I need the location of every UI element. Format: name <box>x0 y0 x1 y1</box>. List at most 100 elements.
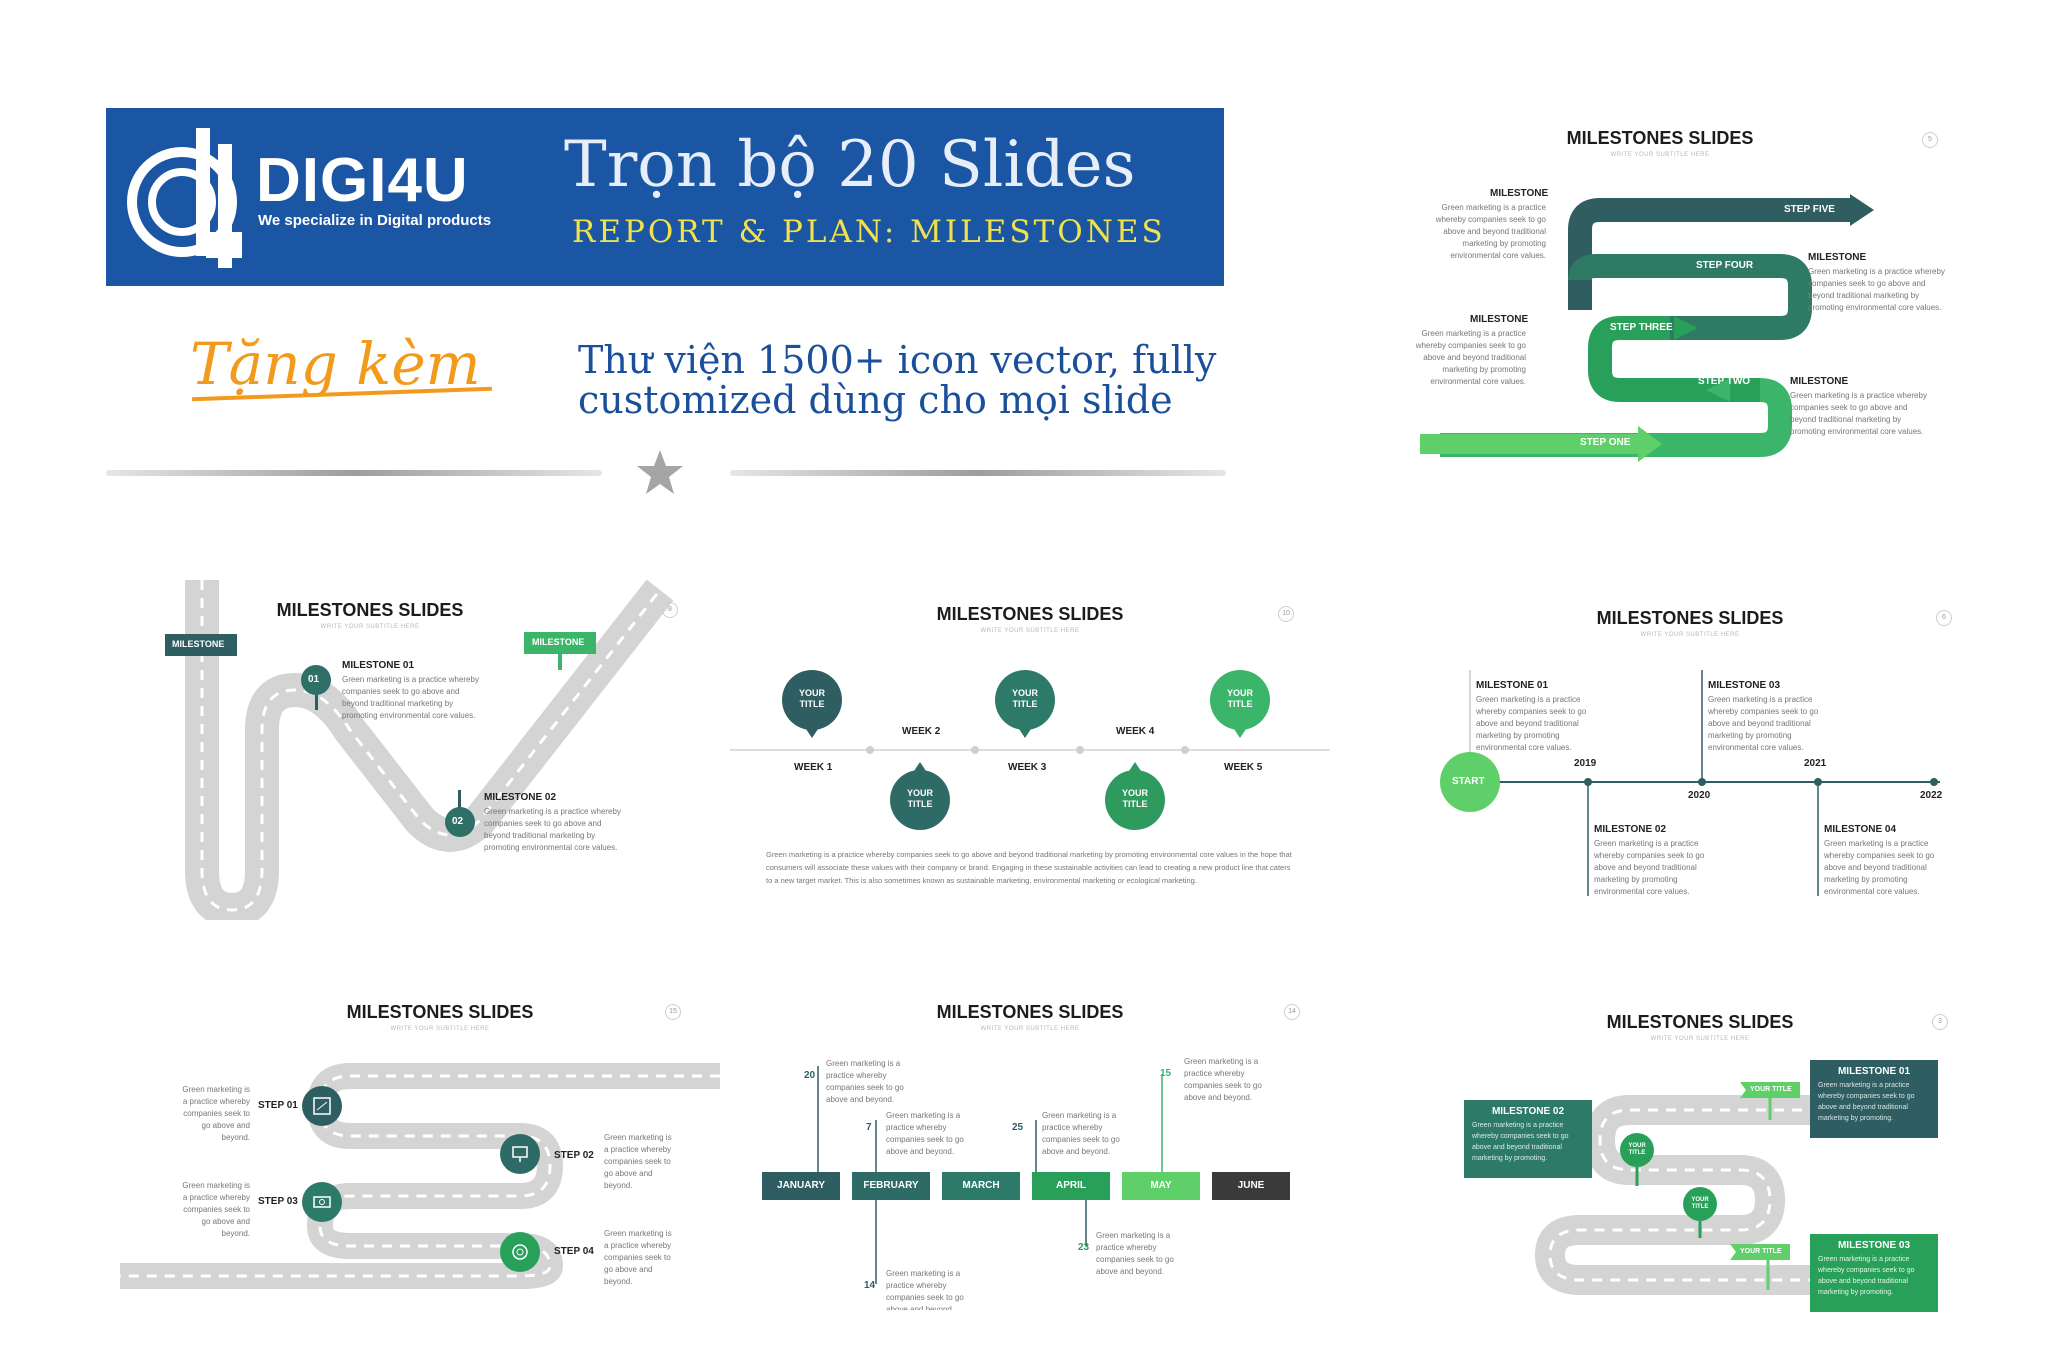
step-one-label: STEP ONE <box>1580 437 1631 448</box>
milestone-number: 01 <box>308 674 320 685</box>
flag-label: MILESTONE <box>172 639 225 649</box>
milestone-01-title: MILESTONE 01 <box>1837 1066 1911 1077</box>
page-number: 10 <box>1278 606 1294 622</box>
slide-title: MILESTONES SLIDES <box>276 600 464 620</box>
milestone-label: MILESTONE <box>1490 188 1549 199</box>
month-label: MARCH <box>962 1180 1000 1191</box>
slide-title: MILESTONES SLIDES <box>1606 1012 1794 1032</box>
milestone-02-text: Green marketing is a practice whereby co… <box>1472 1122 1569 1162</box>
timeline-axis <box>730 670 1330 830</box>
step-two-label: STEP TWO <box>1698 376 1751 387</box>
milestone-text: Green marketing is a practice whereby co… <box>1594 839 1705 896</box>
month-bar-march <box>942 1172 1020 1200</box>
brand-name: DIGI4U <box>256 146 469 215</box>
page-number: 5 <box>1922 132 1938 148</box>
milestone-02-title: MILESTONE 02 <box>1491 1106 1565 1117</box>
step-label: STEP 04 <box>554 1246 594 1257</box>
milestone-01-text: Green marketing is a practice whereby co… <box>342 675 479 720</box>
milestone-03-box <box>1810 1234 1938 1312</box>
chart-icon <box>313 1097 331 1115</box>
day-number: 14 <box>864 1280 876 1291</box>
step-five-label: STEP FIVE <box>1784 204 1835 215</box>
day-text: Green marketing is a practice whereby co… <box>1184 1057 1262 1102</box>
year-label: 2019 <box>1574 758 1597 769</box>
slide-steps-arrows: MILESTONES SLIDES WRITE YOUR SUBTITLE HE… <box>1380 110 1960 470</box>
pin-title: YOUR TITLE <box>1226 688 1253 709</box>
milestone-label: MILESTONE <box>1470 314 1529 325</box>
digi4u-logo-icon <box>127 128 242 268</box>
milestone-text: Green marketing is a practice whereby co… <box>1808 267 1945 312</box>
week-label: WEEK 5 <box>1224 762 1263 773</box>
pin-title: YOUR TITLE <box>1011 688 1038 709</box>
month-label: FEBRUARY <box>863 1180 919 1191</box>
page-number: 15 <box>665 1004 681 1020</box>
milestone-02-title: MILESTONE 02 <box>484 792 557 803</box>
step-text: Green marketing is a practice whereby co… <box>182 1085 250 1142</box>
slide-subtitle: WRITE YOUR SUBTITLE HERE <box>1640 632 1740 638</box>
slide-road-flags: MILESTONE MILESTONE 01 02 MILESTONES SLI… <box>150 580 710 920</box>
milestone-01-box <box>1810 1060 1938 1138</box>
month-label: APRIL <box>1056 1180 1086 1191</box>
milestone-flag-dark <box>165 634 237 656</box>
road-graphic <box>1534 1082 1820 1295</box>
day-text: Green marketing is a practice whereby co… <box>1042 1111 1120 1156</box>
day-text: Green marketing is a practice whereby co… <box>886 1269 964 1310</box>
road-graphic <box>120 1063 720 1289</box>
brand-tagline: We specialize in Digital products <box>258 212 492 229</box>
milestone-title: MILESTONE 02 <box>1594 824 1667 835</box>
milestone-text: Green marketing is a practice whereby co… <box>1708 695 1819 752</box>
page-number: 8 <box>662 602 678 618</box>
milestone-01-text: Green marketing is a practice whereby co… <box>1818 1082 1915 1122</box>
day-number: 25 <box>1012 1122 1024 1133</box>
page-number: 3 <box>1932 1014 1948 1030</box>
star-icon <box>637 450 683 494</box>
winding-arrow-path <box>1420 194 1874 462</box>
year-label: 2022 <box>1920 790 1943 801</box>
pin-title: YOUR TITLE <box>1628 1143 1646 1156</box>
slide-road-boxes: MILESTONES SLIDES WRITE YOUR SUBTITLE HE… <box>1440 990 1980 1320</box>
banner-subtitle: REPORT & PLAN: MILESTONES <box>572 214 1166 250</box>
slide-title: MILESTONES SLIDES <box>1566 128 1754 148</box>
page-number: 14 <box>1284 1004 1300 1020</box>
flag-label: YOUR TITLE <box>1750 1086 1792 1093</box>
year-label: 2020 <box>1688 790 1711 801</box>
page-number: 6 <box>1936 610 1952 626</box>
milestone-text: Green marketing is a practice whereby co… <box>1415 329 1526 386</box>
milestone-02-text: Green marketing is a practice whereby co… <box>484 807 621 852</box>
step-label: STEP 01 <box>258 1100 298 1111</box>
banner-title: Trọn bộ 20 Slides <box>564 128 1136 202</box>
board-icon <box>512 1146 528 1162</box>
milestone-title: MILESTONE 03 <box>1708 680 1781 691</box>
flag-label: MILESTONE <box>532 637 585 647</box>
slide-subtitle: WRITE YOUR SUBTITLE HERE <box>1650 1036 1750 1042</box>
slide-title: MILESTONES SLIDES <box>936 1002 1124 1022</box>
slide-month-timeline: MILESTONES SLIDES WRITE YOUR SUBTITLE HE… <box>740 990 1340 1310</box>
milestone-02-box <box>1464 1100 1592 1178</box>
week-label: WEEK 2 <box>902 726 941 737</box>
divider-right <box>730 470 1226 476</box>
slide-serpentine-steps: MILESTONES SLIDES WRITE YOUR SUBTITLE HE… <box>120 990 720 1310</box>
icon-library-text: Thư viện 1500+ icon vector, fully custom… <box>578 338 1217 422</box>
slide-title: MILESTONES SLIDES <box>936 604 1124 624</box>
step-text: Green marketing is a practice whereby co… <box>604 1133 672 1190</box>
day-number: 20 <box>804 1070 816 1081</box>
milestone-03-text: Green marketing is a practice whereby co… <box>1818 1256 1915 1296</box>
slide-week-pins: MILESTONES SLIDES WRITE YOUR SUBTITLE HE… <box>730 590 1330 920</box>
slide-year-timeline: MILESTONES SLIDES WRITE YOUR SUBTITLE HE… <box>1420 590 1980 920</box>
target-icon <box>512 1244 528 1260</box>
milestone-label: MILESTONE <box>1808 252 1867 263</box>
milestone-03-title: MILESTONE 03 <box>1837 1240 1911 1251</box>
milestone-flag-green <box>524 632 596 654</box>
day-text: Green marketing is a practice whereby co… <box>1096 1231 1174 1276</box>
step-label: STEP 03 <box>258 1196 298 1207</box>
milestone-title: MILESTONE 01 <box>1476 680 1549 691</box>
bonus-label: Tặng kèm <box>190 330 481 398</box>
slide-subtitle: WRITE YOUR SUBTITLE HERE <box>390 1026 490 1032</box>
brand-banner: DIGI4U We specialize in Digital products… <box>106 108 1224 286</box>
day-text: Green marketing is a practice whereby co… <box>826 1059 904 1104</box>
month-bar-june <box>1212 1172 1290 1200</box>
money-icon <box>313 1196 331 1208</box>
week-label: WEEK 4 <box>1116 726 1155 737</box>
month-bar-february <box>852 1172 930 1200</box>
milestone-number: 02 <box>452 816 464 827</box>
